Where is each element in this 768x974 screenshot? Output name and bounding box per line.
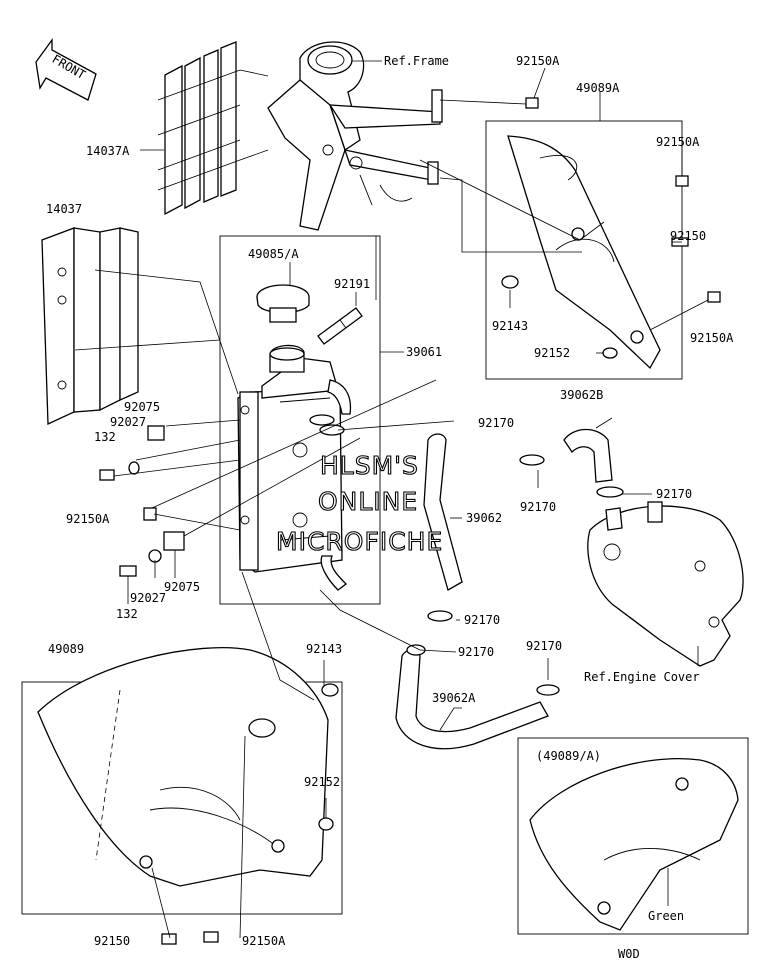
label-92150-b: 92150	[94, 934, 130, 948]
label-ref-engine-cover: Ref.Engine Cover	[584, 670, 700, 684]
label-92150a-r2: 92150A	[690, 331, 734, 345]
inset-w0d-box	[517, 737, 749, 935]
label-39062a: 39062A	[432, 691, 476, 705]
label-92170-a: 92170	[478, 416, 514, 430]
label-49089: 49089	[48, 642, 84, 656]
label-39062: 39062	[466, 511, 502, 525]
label-132-a: 132	[94, 430, 116, 444]
label-49089a-inset: (49089/A)	[536, 749, 601, 763]
label-49089a: 49089A	[576, 81, 620, 95]
label-132-b: 132	[116, 607, 138, 621]
label-39061: 39061	[406, 345, 442, 359]
label-39062b: 39062B	[560, 388, 603, 402]
label-92170-f: 92170	[458, 645, 494, 659]
watermark-line-1: HLSM'S	[320, 451, 419, 480]
callout-labels: Ref.Frame 92150A 49089A 14037A 92150A 14…	[46, 54, 734, 961]
watermark-line-2: ONLINE	[318, 487, 418, 516]
radiator-cap-49085a	[256, 284, 310, 323]
label-ref-frame: Ref.Frame	[384, 54, 449, 68]
grille-14037a	[157, 41, 241, 216]
label-92143-b: 92143	[306, 642, 342, 656]
label-92170-b: 92170	[656, 487, 692, 501]
label-92170-c: 92170	[520, 500, 556, 514]
hose-39062b	[563, 428, 613, 483]
label-92150-r: 92150	[670, 229, 706, 243]
leader-lines	[74, 60, 709, 939]
label-92143-r: 92143	[492, 319, 528, 333]
label-92150a-r1: 92150A	[656, 135, 700, 149]
front-arrow: FRONT	[35, 38, 97, 101]
label-92027-b: 92027	[130, 591, 166, 605]
shroud-inset-49089a	[529, 758, 739, 931]
label-92075-a: 92075	[124, 400, 160, 414]
label-49085a: 49085/A	[248, 247, 299, 261]
label-92027-a: 92027	[110, 415, 146, 429]
label-14037a: 14037A	[86, 144, 130, 158]
label-92150a-b: 92150A	[242, 934, 286, 948]
radiator-group-box	[219, 235, 381, 605]
shroud-49089a-box	[485, 120, 683, 380]
label-92152-b: 92152	[304, 775, 340, 789]
hose-clamps	[309, 414, 624, 696]
label-92150a-top: 92150A	[516, 54, 560, 68]
label-92170-d: 92170	[464, 613, 500, 627]
engine-cover	[587, 501, 744, 667]
label-92152-r: 92152	[534, 346, 570, 360]
frame-illustration	[267, 41, 443, 231]
hardware-fasteners	[99, 97, 721, 945]
label-92170-e: 92170	[526, 639, 562, 653]
watermark-line-3: MICROFICHE	[276, 527, 443, 556]
shroud-49089a	[507, 135, 661, 370]
overflow-hose-92191	[317, 307, 363, 345]
label-92150a-l: 92150A	[66, 512, 110, 526]
label-92191: 92191	[334, 277, 370, 291]
watermark: HLSM'S ONLINE MICROFICHE	[275, 450, 443, 556]
grille-14037	[41, 227, 139, 426]
radiator-39061	[237, 344, 352, 591]
label-w0d: W0D	[618, 947, 640, 961]
label-green: Green	[648, 909, 684, 923]
shroud-49089	[37, 647, 329, 887]
label-14037: 14037	[46, 202, 82, 216]
hose-39062	[423, 433, 463, 591]
label-92075-b: 92075	[164, 580, 200, 594]
